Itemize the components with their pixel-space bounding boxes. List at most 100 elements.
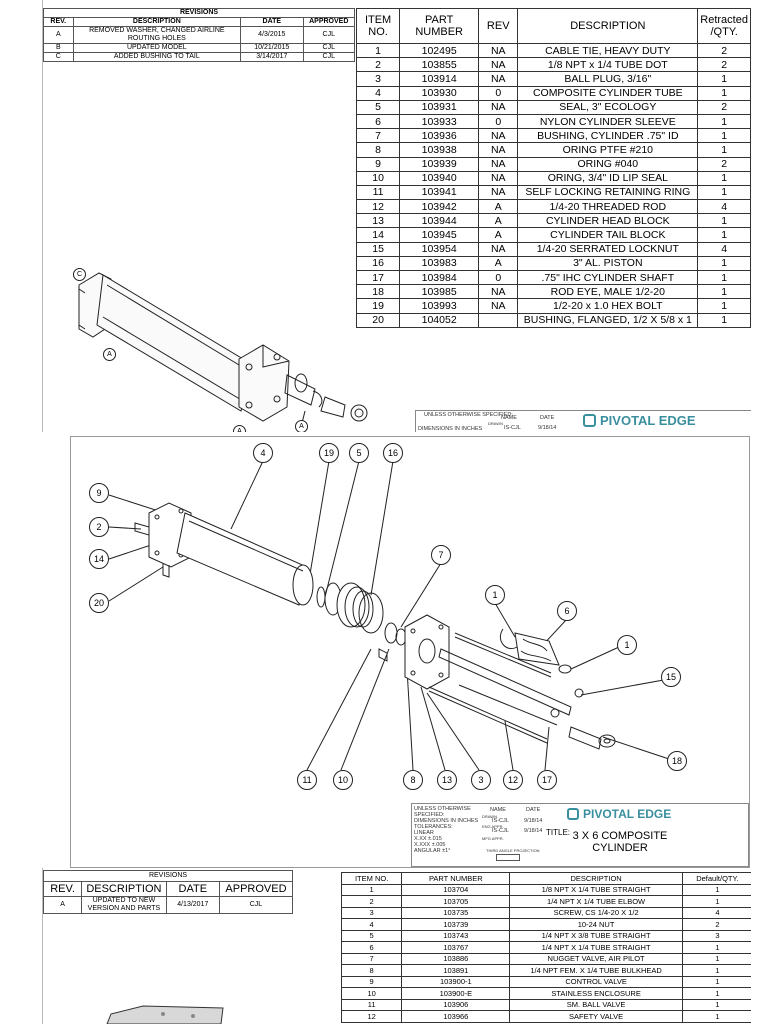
callout-12: 12: [503, 770, 523, 790]
callout-1-upper: 1: [485, 585, 505, 605]
drawn-date: 9/18/14: [538, 425, 557, 431]
table-cell: 2: [697, 42, 751, 59]
tolerance-notes: UNLESS OTHERWISE SPECIFIED: DIMENSIONS I…: [414, 806, 484, 854]
table-cell: 103704: [401, 883, 511, 896]
callout-5: 5: [349, 443, 369, 463]
callout-6: 6: [557, 601, 577, 621]
table-cell: A: [478, 255, 519, 272]
table-cell: 103891: [401, 964, 511, 977]
table-cell: 1/4 NPT FEM. X 1/4 TUBE BULKHEAD: [509, 964, 683, 977]
enclosure-drawing: [106, 1005, 224, 1024]
table-cell: NA: [478, 128, 519, 144]
table-cell: 103735: [401, 906, 511, 919]
table-cell: CYLINDER TAIL BLOCK: [517, 227, 699, 243]
title-block: UNLESS OTHERWISE SPECIFIED: DIMENSIONS I…: [415, 410, 751, 432]
table-cell: ADDED BUSHING TO TAIL: [72, 52, 242, 62]
callout-2: 2: [89, 517, 109, 537]
exploded-view-sheet: 4 19 5 16 9 2 14 20 7 1 6 1 15 18 11 10 …: [70, 436, 750, 868]
table-cell: 4: [697, 199, 751, 215]
table-cell: 1: [697, 255, 751, 272]
table-cell: 103886: [401, 952, 511, 965]
callout-18: 18: [667, 751, 687, 771]
table-cell: 1: [355, 42, 401, 59]
logo-text: PIVOTAL EDGE: [583, 807, 672, 821]
table-cell: 103939: [399, 156, 480, 172]
table-cell: 1/4 NPT X 1/4 TUBE ELBOW: [509, 895, 683, 908]
table-cell: C: [43, 52, 74, 62]
table-cell: 1: [681, 998, 751, 1011]
table-cell: 12: [340, 1010, 403, 1023]
table-cell: REMOVED WASHER, CHANGED AIRLINE ROUTING …: [72, 26, 242, 44]
callout-c: C: [73, 268, 86, 281]
units-note: DIMENSIONS IN INCHES: [414, 818, 479, 824]
callout-1-right: 1: [617, 635, 637, 655]
date-label: DATE: [526, 807, 541, 813]
table-cell: CJL: [302, 43, 355, 53]
table-cell: 9: [355, 156, 401, 172]
revisions-title: REVISIONS: [43, 870, 293, 882]
table-cell: 3: [681, 929, 751, 942]
table-cell: 1/4-20 SERRATED LOCKNUT: [517, 241, 699, 257]
table-cell: 1: [681, 941, 751, 954]
table-cell: 1: [697, 128, 751, 144]
pivotal-edge-logo: PIVOTAL EDGE: [583, 413, 696, 428]
table-cell: 1: [697, 269, 751, 286]
column-header: DESCRIPTION: [509, 872, 683, 885]
column-header: DESCRIPTION: [72, 17, 242, 27]
table-cell: 103855: [399, 57, 480, 73]
table-cell: 1: [681, 883, 751, 896]
name-label: NAME: [501, 415, 517, 421]
table-cell: A: [478, 213, 519, 229]
table-cell: COMPOSITE CYLINDER TUBE: [517, 85, 699, 101]
table-cell: 103900-E: [401, 987, 511, 1000]
tolerance-note: UNLESS OTHERWISE SPECIFIED:: [424, 412, 513, 418]
column-header: PART NUMBER: [399, 8, 480, 44]
table-cell: 1/8 NPT x 1/4 TUBE DOT: [517, 57, 699, 73]
table-cell: 103743: [401, 929, 511, 942]
eng-approval-date: 9/18/14: [524, 828, 543, 834]
table-cell: 4: [355, 85, 401, 101]
table-cell: 103914: [399, 71, 480, 87]
table-cell: ORING, 3/4" ID LIP SEAL: [517, 170, 699, 186]
table-cell: 1: [681, 964, 751, 977]
table-cell: 4/13/2017: [165, 896, 220, 914]
table-cell: SM. BALL VALVE: [509, 998, 683, 1011]
table-cell: NA: [478, 170, 519, 186]
column-header: DESCRIPTION: [81, 881, 167, 897]
table-cell: SAFETY VALVE: [509, 1010, 683, 1023]
table-cell: NYLON CYLINDER SLEEVE: [517, 113, 699, 130]
table-cell: UPDATED MODEL: [72, 43, 242, 53]
table-cell: 20: [355, 312, 401, 328]
table-cell: CJL: [302, 52, 355, 62]
table-cell: 103767: [401, 941, 511, 954]
table-cell: 1: [697, 312, 751, 328]
table-cell: ROD EYE, MALE 1/2-20: [517, 284, 699, 300]
table-cell: 15: [355, 241, 401, 257]
table-cell: 102495: [399, 42, 480, 59]
table-cell: 1: [697, 142, 751, 158]
table-cell: 11: [340, 998, 403, 1011]
drawn-label: DRAWN: [488, 421, 503, 426]
column-header: REV: [478, 8, 519, 44]
table-cell: 1/8 NPT X 1/4 TUBE STRAIGHT: [509, 883, 683, 896]
table-cell: 6: [355, 113, 401, 130]
